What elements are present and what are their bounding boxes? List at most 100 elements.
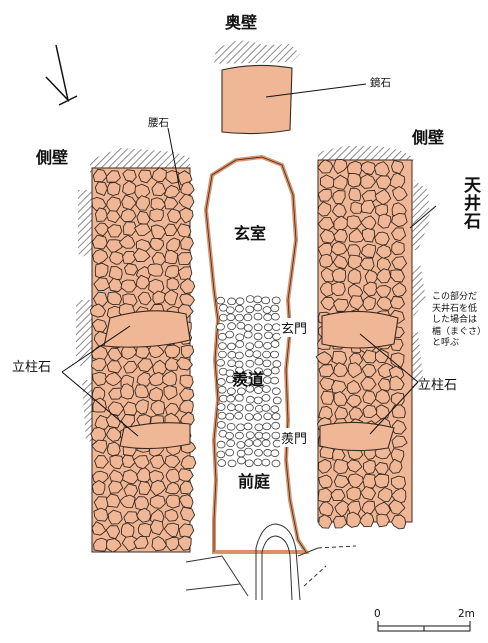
stone [163,385,178,401]
stone [149,454,165,470]
cobble [261,432,271,440]
stone [122,221,138,236]
cobble [243,330,253,339]
pillar-right-label: 立柱石 [418,378,458,393]
side-wall-right-label: 側壁 [412,128,445,147]
stone [91,318,108,333]
cobble [225,432,234,440]
cobble [227,322,237,330]
stone [330,241,348,256]
cobble [218,394,228,403]
stone [179,207,194,224]
cobble [270,340,280,348]
cobble [226,403,236,411]
cobble [254,423,264,432]
stone [164,454,181,468]
stone [374,188,392,206]
stone [104,371,123,387]
cobble [245,395,255,404]
stone [346,486,362,501]
cobble [253,323,263,332]
stone [134,384,150,399]
cobble [217,332,227,341]
stone [118,234,136,249]
stone [377,362,394,379]
stone [151,535,168,552]
stone [317,159,334,174]
stone [134,496,150,510]
cobble [253,458,263,467]
stone [91,357,107,372]
stone [91,371,108,387]
stone [148,371,165,387]
stone [123,360,138,374]
stone [348,227,365,243]
stone [106,493,121,508]
stone [134,399,149,415]
cobble [234,351,244,360]
cobble [270,449,280,458]
stone [318,364,335,378]
stone [346,160,363,176]
stone [391,212,408,228]
stone [333,458,349,475]
cobble [218,313,228,322]
stone [318,474,333,489]
stone [164,508,179,522]
front-court-label: 前庭 [238,472,271,491]
stone [362,473,377,489]
stone [333,228,348,243]
stone [361,228,376,243]
ceiling-stone-label: 天井石 [460,176,480,230]
stone [92,168,108,183]
cobble [244,447,253,456]
stone [93,277,111,291]
stone [92,249,109,265]
cobble [216,403,226,411]
stone [94,262,109,279]
stone [150,479,167,497]
stone [178,523,195,538]
cobble [225,412,235,421]
cobble [245,305,255,314]
cobble [244,349,254,358]
stone [320,267,336,283]
cobble [261,394,271,402]
stone [108,266,123,281]
stone [178,494,194,509]
stone [360,199,376,214]
stone [136,467,152,483]
cobble [218,350,227,359]
stone [107,291,122,306]
stone [390,514,407,530]
stone [346,215,363,230]
cobble [217,459,227,467]
stone [164,357,179,371]
stone [138,169,153,184]
cobble [263,412,273,421]
stone [106,441,121,457]
cobble [271,296,281,305]
stone [147,263,164,277]
stone [332,174,348,190]
stone [391,240,405,256]
cobble [244,439,254,447]
cobble [227,342,236,351]
lintel-note-line: この部分だ [432,292,478,302]
cobble [237,456,246,465]
stone [106,181,121,196]
stone [391,435,408,448]
cobble [253,295,263,304]
stone [318,458,332,474]
stone [375,175,393,190]
stone [332,190,346,205]
stone [347,473,364,489]
cobble [270,376,280,385]
cobble [234,411,244,420]
stone [120,279,137,293]
cobble [253,312,263,321]
stone [376,268,392,284]
stone [91,479,106,496]
stone [319,174,336,189]
stone [121,454,136,468]
